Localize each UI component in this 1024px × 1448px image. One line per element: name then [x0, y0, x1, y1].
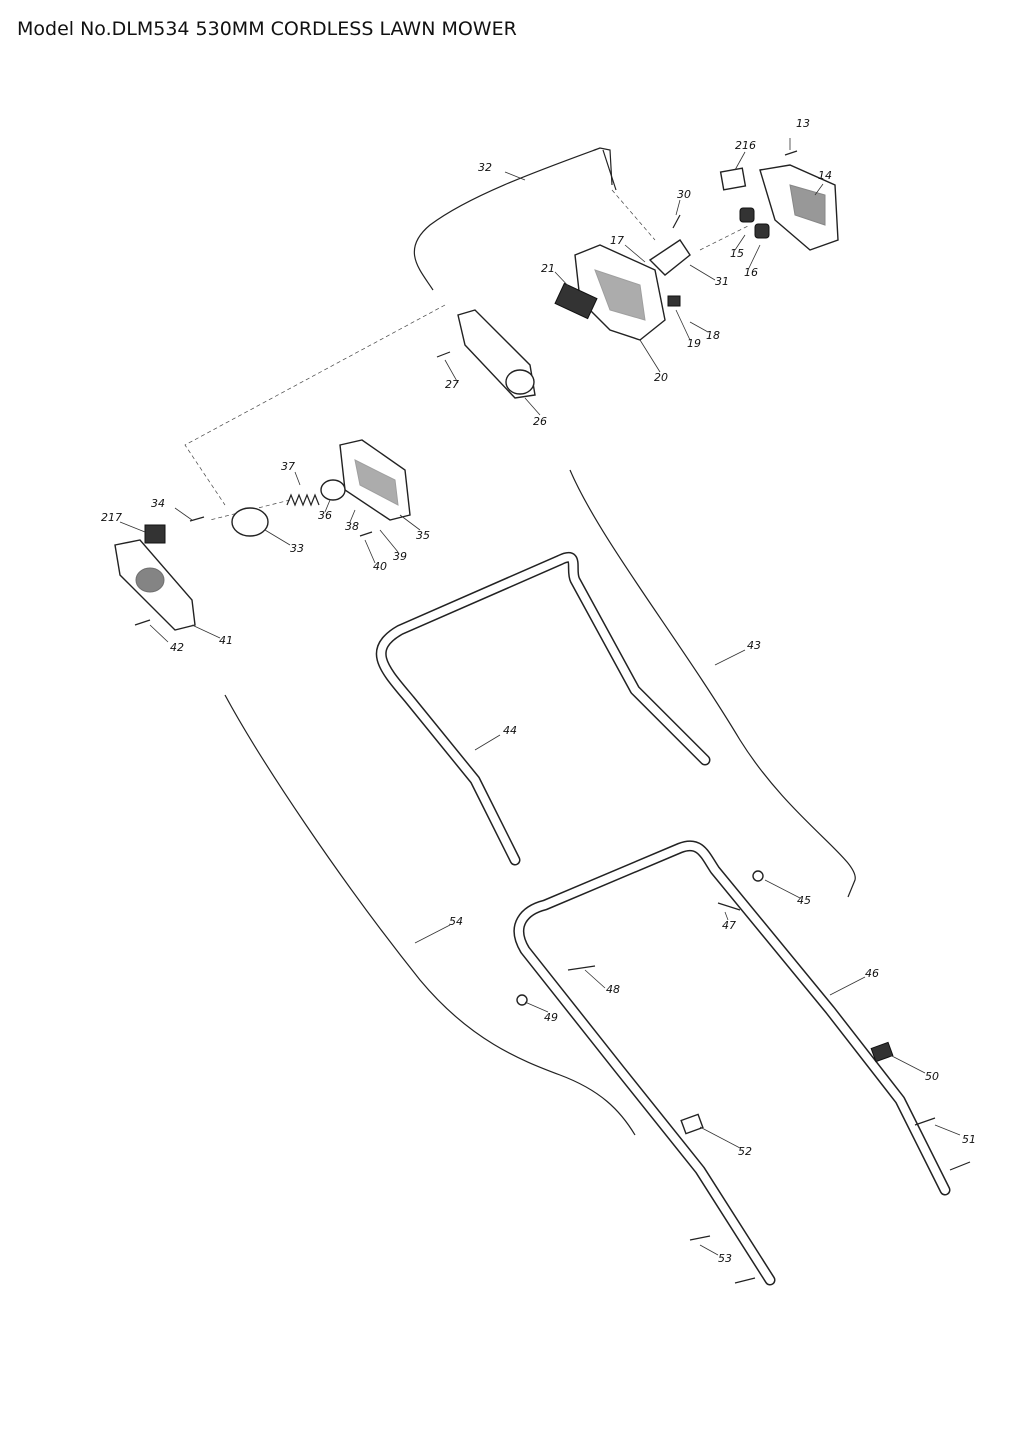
part-label-49: 49 — [544, 1011, 558, 1024]
part-20-lever-housing — [554, 239, 691, 341]
part-label-52: 52 — [738, 1145, 752, 1158]
part-label-54: 54 — [449, 915, 463, 928]
part-label-19: 19 — [687, 337, 701, 350]
part-217-button — [144, 524, 166, 544]
part-43-cable — [569, 469, 856, 898]
part-label-43: 43 — [747, 639, 761, 652]
part-35-left-housing — [339, 439, 411, 521]
part-label-36: 36 — [318, 509, 332, 522]
leader-lines — [119, 138, 961, 1256]
part-label-42: 42 — [170, 641, 184, 654]
leader-line-49 — [524, 1001, 549, 1013]
leader-line-39 — [379, 529, 399, 553]
part-label-35: 35 — [416, 529, 430, 542]
leader-line-33 — [264, 529, 291, 546]
part-label-53: 53 — [718, 1252, 732, 1265]
leader-line-37 — [294, 471, 301, 486]
part-label-216: 216 — [735, 139, 756, 152]
part-label-47: 47 — [722, 919, 736, 932]
part-label-20: 20 — [654, 371, 668, 384]
part-36-cam — [320, 479, 346, 501]
leader-line-19 — [675, 309, 691, 341]
leader-line-30 — [675, 199, 681, 216]
part-label-45: 45 — [797, 894, 811, 907]
part-label-15: 15 — [730, 247, 744, 260]
part-label-33: 33 — [290, 542, 304, 555]
leader-line-38 — [349, 509, 356, 523]
part-14-switch-box — [719, 164, 839, 251]
leader-line-36 — [324, 499, 331, 513]
part-label-51: 51 — [962, 1133, 976, 1146]
part-label-50: 50 — [925, 1070, 939, 1083]
part-54-cable — [224, 694, 636, 1136]
part-37-spring — [286, 493, 320, 507]
leader-line-31 — [689, 264, 716, 281]
leader-line-53 — [699, 1244, 719, 1256]
part-label-44: 44 — [503, 724, 517, 737]
part-label-17: 17 — [610, 234, 624, 247]
leader-line-45 — [764, 879, 801, 899]
part-label-30: 30 — [677, 188, 691, 201]
leader-line-17 — [624, 244, 646, 263]
part-label-13: 13 — [796, 117, 810, 130]
leader-line-46 — [829, 976, 866, 996]
leader-line-15 — [734, 234, 746, 251]
leader-line-26 — [524, 397, 541, 416]
part-label-46: 46 — [865, 967, 879, 980]
leader-line-14 — [814, 183, 824, 196]
leader-line-50 — [889, 1054, 926, 1074]
part-label-32: 32 — [478, 161, 492, 174]
diagram-title: Model No.DLM534 530MM CORDLESS LAWN MOWE… — [17, 18, 517, 40]
hardware-parts — [134, 150, 971, 1284]
part-41-handle-housing — [114, 539, 196, 631]
leader-line-21 — [554, 271, 573, 291]
leader-line-35 — [399, 514, 421, 531]
leader-line-47 — [724, 911, 729, 921]
part-label-37: 37 — [281, 460, 295, 473]
leader-line-32 — [504, 171, 526, 181]
part-label-34: 34 — [151, 497, 165, 510]
part-label-14: 14 — [818, 169, 832, 182]
leader-line-217 — [119, 521, 146, 533]
leader-line-27 — [444, 359, 459, 384]
leader-line-52 — [699, 1126, 741, 1149]
part-label-39: 39 — [393, 550, 407, 563]
part-46-lower-handle — [513, 840, 951, 1286]
part-label-26: 26 — [533, 415, 547, 428]
part-32-cable — [413, 147, 617, 291]
part-44-upper-handle — [375, 552, 711, 866]
part-label-38: 38 — [345, 520, 359, 533]
part-label-40: 40 — [373, 560, 387, 573]
leader-line-20 — [639, 339, 661, 373]
leader-line-18 — [689, 321, 709, 333]
part-33-ring — [231, 507, 269, 537]
part-label-48: 48 — [606, 983, 620, 996]
part-label-41: 41 — [219, 634, 233, 647]
part-label-18: 18 — [706, 329, 720, 342]
part-label-21: 21 — [541, 262, 555, 275]
leader-line-54 — [414, 924, 451, 944]
leader-line-216 — [734, 151, 746, 171]
leader-line-34 — [174, 507, 193, 521]
part-label-16: 16 — [744, 266, 758, 279]
part-label-217: 217 — [101, 511, 122, 524]
part-26-cover — [457, 309, 536, 399]
leader-line-42 — [149, 624, 169, 643]
leader-line-48 — [584, 969, 606, 989]
leader-line-43 — [714, 649, 746, 666]
leader-line-44 — [474, 734, 501, 751]
leader-line-16 — [747, 244, 761, 271]
part-label-27: 27 — [445, 378, 459, 391]
part-label-31: 31 — [715, 275, 729, 288]
leader-line-40 — [364, 539, 376, 564]
leader-line-41 — [191, 624, 221, 639]
leader-line-51 — [934, 1124, 961, 1136]
